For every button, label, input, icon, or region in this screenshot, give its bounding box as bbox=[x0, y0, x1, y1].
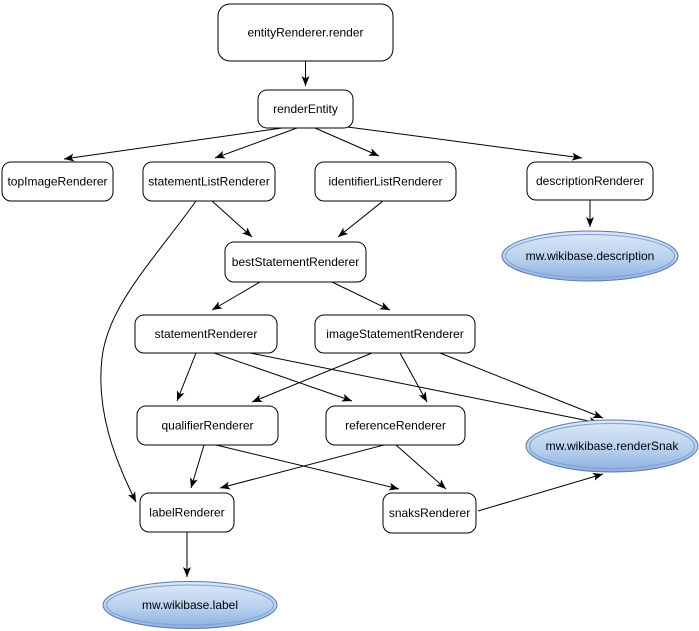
node-labelRenderer-label: labelRenderer bbox=[149, 506, 224, 520]
edge-renderEntity-to-descriptionRenderer bbox=[339, 125, 583, 161]
edge-referenceRenderer-to-labelRenderer bbox=[219, 444, 385, 490]
edge-imageStatementRenderer-to-referenceRenderer bbox=[399, 352, 428, 403]
edge-bestStatementRenderer-to-imageStatementRenderer bbox=[331, 281, 391, 311]
node-statementListRenderer-box[interactable] bbox=[142, 161, 276, 202]
node-snaksRenderer[interactable]: snaksRenderer bbox=[382, 492, 477, 534]
node-mw-wikibase-renderSnak-label: mw.wikibase.renderSnak bbox=[546, 439, 680, 453]
node-mw-wikibase-label-shape[interactable] bbox=[102, 581, 278, 629]
edge-statementRenderer-to-referenceRenderer bbox=[213, 352, 353, 402]
node-statementRenderer-box[interactable] bbox=[134, 314, 278, 354]
node-entityRenderer-render-label: entityRenderer.render bbox=[247, 26, 363, 40]
node-qualifierRenderer-box[interactable] bbox=[136, 405, 279, 446]
edge-qualifierRenderer-to-snaksRenderer bbox=[215, 444, 400, 491]
node-referenceRenderer-box[interactable] bbox=[325, 405, 466, 446]
node-topImageRenderer-box[interactable] bbox=[1, 161, 114, 202]
node-snaksRenderer-label: snaksRenderer bbox=[389, 506, 470, 520]
node-renderEntity-label: renderEntity bbox=[273, 102, 338, 116]
nodes-layer: entityRenderer.render renderEntity topIm… bbox=[1, 3, 699, 629]
edge-statementListRenderer-to-bestStatementRenderer bbox=[211, 200, 253, 238]
edge-statementListRenderer-to-labelRenderer bbox=[100, 200, 197, 503]
node-statementListRenderer[interactable]: statementListRenderer bbox=[142, 161, 276, 202]
node-qualifierRenderer-label: qualifierRenderer bbox=[161, 419, 253, 433]
edge-identifierListRenderer-to-bestStatementRenderer bbox=[337, 200, 384, 238]
edge-qualifierRenderer-to-labelRenderer bbox=[190, 444, 205, 489]
node-mw-wikibase-label-inner-ring bbox=[106, 584, 274, 626]
node-bestStatementRenderer-box[interactable] bbox=[224, 241, 367, 283]
edge-bestStatementRenderer-to-statementRenderer bbox=[211, 281, 261, 311]
node-mw-wikibase-description-label: mw.wikibase.description bbox=[526, 249, 655, 263]
node-labelRenderer[interactable]: labelRenderer bbox=[139, 492, 235, 533]
node-descriptionRenderer[interactable]: descriptionRenderer bbox=[526, 161, 654, 201]
node-bestStatementRenderer[interactable]: bestStatementRenderer bbox=[224, 241, 367, 283]
node-renderEntity-box[interactable] bbox=[257, 89, 354, 129]
node-renderEntity[interactable]: renderEntity bbox=[257, 89, 354, 129]
edge-imageStatementRenderer-to-mw-wikibase-renderSnak bbox=[439, 352, 604, 419]
node-identifierListRenderer-box[interactable] bbox=[314, 161, 457, 202]
edge-renderEntity-to-statementListRenderer bbox=[214, 127, 298, 159]
node-statementListRenderer-label: statementListRenderer bbox=[148, 175, 269, 189]
node-imageStatementRenderer-box[interactable] bbox=[314, 314, 476, 354]
node-statementRenderer-label: statementRenderer bbox=[155, 327, 258, 341]
node-entityRenderer-render[interactable]: entityRenderer.render bbox=[217, 3, 394, 62]
node-imageStatementRenderer-label: imageStatementRenderer bbox=[326, 327, 463, 341]
edge-snaksRenderer-to-mw-wikibase-renderSnak bbox=[477, 473, 604, 512]
node-qualifierRenderer[interactable]: qualifierRenderer bbox=[136, 405, 279, 446]
node-mw-wikibase-renderSnak-inner-ring bbox=[529, 423, 695, 469]
edge-referenceRenderer-to-snaksRenderer bbox=[395, 444, 447, 490]
edge-renderEntity-to-identifierListRenderer bbox=[314, 127, 380, 157]
node-bestStatementRenderer-label: bestStatementRenderer bbox=[232, 255, 359, 269]
edge-renderEntity-to-topImageRenderer bbox=[63, 127, 283, 162]
node-mw-wikibase-renderSnak-shape[interactable] bbox=[525, 419, 699, 473]
node-identifierListRenderer-label: identifierListRenderer bbox=[328, 175, 442, 189]
node-referenceRenderer-label: referenceRenderer bbox=[345, 419, 446, 433]
node-descriptionRenderer-box[interactable] bbox=[526, 161, 654, 201]
node-entityRenderer-render-box[interactable] bbox=[217, 3, 394, 62]
node-identifierListRenderer[interactable]: identifierListRenderer bbox=[314, 161, 457, 202]
node-mw-wikibase-description-shape[interactable] bbox=[501, 230, 679, 282]
node-topImageRenderer-label: topImageRenderer bbox=[7, 175, 107, 189]
edge-statementRenderer-to-mw-wikibase-renderSnak bbox=[249, 352, 600, 425]
edges-layer bbox=[63, 61, 604, 577]
edge-statementRenderer-to-qualifierRenderer bbox=[176, 352, 197, 402]
node-labelRenderer-box[interactable] bbox=[139, 492, 235, 533]
node-mw-wikibase-label-label: mw.wikibase.label bbox=[142, 598, 238, 612]
node-mw-wikibase-description[interactable]: mw.wikibase.description bbox=[501, 230, 679, 282]
node-topImageRenderer[interactable]: topImageRenderer bbox=[1, 161, 114, 202]
node-mw-wikibase-renderSnak[interactable]: mw.wikibase.renderSnak bbox=[525, 419, 699, 473]
node-referenceRenderer[interactable]: referenceRenderer bbox=[325, 405, 466, 446]
node-statementRenderer[interactable]: statementRenderer bbox=[134, 314, 278, 354]
edge-imageStatementRenderer-to-qualifierRenderer bbox=[251, 352, 373, 403]
node-snaksRenderer-box[interactable] bbox=[382, 492, 477, 534]
node-mw-wikibase-label[interactable]: mw.wikibase.label bbox=[102, 581, 278, 629]
node-descriptionRenderer-label: descriptionRenderer bbox=[536, 174, 644, 188]
node-mw-wikibase-description-inner-ring bbox=[505, 234, 675, 278]
node-imageStatementRenderer[interactable]: imageStatementRenderer bbox=[314, 314, 476, 354]
